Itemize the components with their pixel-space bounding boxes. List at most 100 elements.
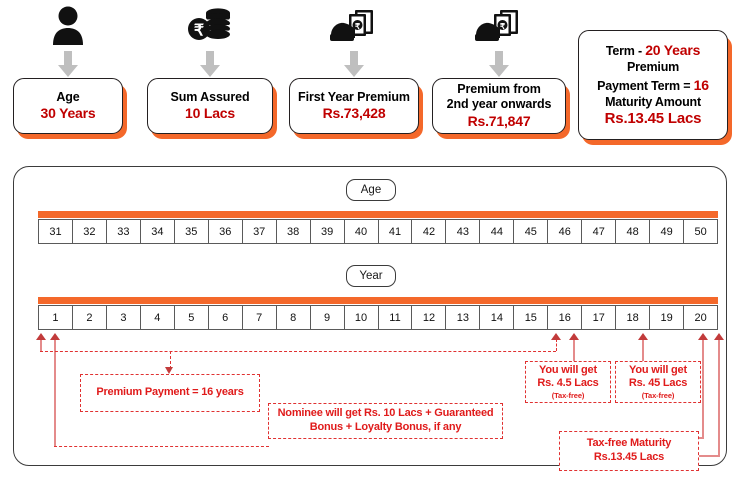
connector-year16-dashed xyxy=(556,339,557,351)
year-cell[interactable]: 19 xyxy=(650,305,685,330)
card-first-year-premium-label: First Year Premium xyxy=(298,89,410,104)
age-cell[interactable]: 50 xyxy=(684,219,719,244)
card-term-line3-value: 16 xyxy=(693,76,709,93)
arrow-up-maturity-b xyxy=(714,333,724,340)
age-cell[interactable]: 44 xyxy=(480,219,515,244)
callout-nominee[interactable]: Nominee will get Rs. 10 Lacs + Guarantee… xyxy=(268,403,503,439)
connector-payout-18 xyxy=(642,339,644,361)
card-term-line1-value: 20 Years xyxy=(645,42,701,59)
year-cell[interactable]: 4 xyxy=(140,305,175,330)
year-cell[interactable]: 15 xyxy=(514,305,549,330)
callout-premium-payment[interactable]: Premium Payment = 16 years xyxy=(80,374,260,412)
card-term-line2: Premium xyxy=(626,60,680,75)
age-pill-label: Age xyxy=(346,179,396,201)
age-cell[interactable]: 31 xyxy=(38,219,73,244)
callout-payout-year16-line1: You will get xyxy=(539,363,597,376)
callout-payout-year18[interactable]: You will get Rs. 45 Lacs (Tax-free) xyxy=(615,361,701,403)
card-age-label: Age xyxy=(56,89,80,104)
card-premium-onwards[interactable]: Premium from 2nd year onwards Rs.71,847 xyxy=(432,78,566,134)
year-cell[interactable]: 17 xyxy=(582,305,617,330)
year-cell[interactable]: 5 xyxy=(174,305,209,330)
svg-text:₹: ₹ xyxy=(500,22,505,31)
age-cell[interactable]: 37 xyxy=(242,219,277,244)
age-cell[interactable]: 46 xyxy=(548,219,583,244)
age-cell[interactable]: 49 xyxy=(650,219,685,244)
age-cell[interactable]: 42 xyxy=(412,219,447,244)
year-cell[interactable]: 2 xyxy=(72,305,107,330)
card-term-line5-value: Rs.13.45 Lacs xyxy=(604,110,702,128)
year-cell[interactable]: 7 xyxy=(242,305,277,330)
card-age[interactable]: Age 30 Years xyxy=(13,78,123,134)
callout-payout-year18-line1: You will get xyxy=(629,363,687,376)
year-cell[interactable]: 8 xyxy=(276,305,311,330)
hand-cash-icon-onwards: ₹ xyxy=(432,0,566,50)
year-cell[interactable]: 6 xyxy=(208,305,243,330)
age-cell[interactable]: 39 xyxy=(310,219,345,244)
age-cell[interactable]: 40 xyxy=(344,219,379,244)
connector-year1-long xyxy=(54,339,56,447)
card-sum-assured-value: 10 Lacs xyxy=(185,104,235,121)
callout-payout-year16-line3: (Tax-free) xyxy=(551,391,585,401)
card-first-year-premium[interactable]: First Year Premium Rs.73,428 xyxy=(289,78,419,134)
card-term-line3-label: Payment Term = xyxy=(597,78,691,93)
connector-payout-16 xyxy=(573,339,575,361)
callout-payout-year16[interactable]: You will get Rs. 4.5 Lacs (Tax-free) xyxy=(525,361,611,403)
card-premium-onwards-label-line1: Premium from xyxy=(457,82,541,96)
card-sum-assured[interactable]: Sum Assured 10 Lacs xyxy=(147,78,273,134)
year-cell[interactable]: 14 xyxy=(480,305,515,330)
year-track-bar xyxy=(38,297,718,304)
callout-payout-year16-line2: Rs. 4.5 Lacs xyxy=(537,377,599,390)
summary-item-term: Term - 20 Years Premium Payment Term = 1… xyxy=(578,30,732,145)
year-cell[interactable]: 13 xyxy=(446,305,481,330)
age-cell[interactable]: 45 xyxy=(514,219,549,244)
year-cell[interactable]: 9 xyxy=(310,305,345,330)
age-cell[interactable]: 48 xyxy=(616,219,651,244)
age-cell[interactable]: 35 xyxy=(174,219,209,244)
card-term-line4: Maturity Amount xyxy=(605,94,701,109)
age-cell[interactable]: 36 xyxy=(208,219,243,244)
callout-premium-payment-text: Premium Payment = 16 years xyxy=(96,386,244,399)
summary-item-age: Age 30 Years xyxy=(13,0,127,139)
year-cell[interactable]: 12 xyxy=(412,305,447,330)
svg-text:₹: ₹ xyxy=(355,22,360,31)
connector-maturity-horizontal-2 xyxy=(688,455,720,457)
age-cell[interactable]: 38 xyxy=(276,219,311,244)
age-cell[interactable]: 47 xyxy=(582,219,617,244)
rupee-coins-icon: ₹ xyxy=(147,0,273,50)
age-cell[interactable]: 41 xyxy=(378,219,413,244)
card-first-year-premium-value: Rs.73,428 xyxy=(322,104,386,121)
card-term-line1: Term - 20 Years xyxy=(605,41,701,59)
connector-nominee-horizontal xyxy=(54,446,269,447)
age-cell[interactable]: 32 xyxy=(72,219,107,244)
connector-maturity-b xyxy=(718,339,720,457)
arrow-up-payout-16 xyxy=(569,333,579,340)
summary-row: Age 30 Years ₹ xyxy=(0,0,740,155)
age-cell[interactable]: 43 xyxy=(446,219,481,244)
year-cell[interactable]: 1 xyxy=(38,305,73,330)
card-term[interactable]: Term - 20 Years Premium Payment Term = 1… xyxy=(578,30,728,140)
arrow-up-maturity-a xyxy=(698,333,708,340)
age-cell[interactable]: 33 xyxy=(106,219,141,244)
card-sum-assured-label: Sum Assured xyxy=(170,89,250,104)
arrow-up-year1-a xyxy=(36,333,46,340)
callout-nominee-line2: Bonus + Loyalty Bonus, if any xyxy=(309,421,462,433)
year-cell[interactable]: 10 xyxy=(344,305,379,330)
svg-text:₹: ₹ xyxy=(194,23,204,40)
callout-payout-year18-line2: Rs. 45 Lacs xyxy=(628,377,688,390)
card-term-line3: Payment Term = 16 xyxy=(597,76,709,94)
callout-maturity[interactable]: Tax-free Maturity Rs.13.45 Lacs xyxy=(559,431,699,471)
connector-maturity-a xyxy=(702,339,704,439)
year-cell[interactable]: 3 xyxy=(106,305,141,330)
arrow-down-icon-sum-assured xyxy=(147,50,273,78)
arrow-up-year1-b xyxy=(50,333,60,340)
year-cell[interactable]: 11 xyxy=(378,305,413,330)
card-term-line1-label: Term - xyxy=(605,44,642,59)
connector-premium-vertical xyxy=(170,351,171,369)
callout-payout-year18-line3: (Tax-free) xyxy=(641,391,675,401)
year-cell[interactable]: 16 xyxy=(548,305,583,330)
age-cell[interactable]: 34 xyxy=(140,219,175,244)
callout-nominee-line1: Nominee will get Rs. 10 Lacs + Guarantee… xyxy=(277,407,494,420)
year-cell[interactable]: 18 xyxy=(616,305,651,330)
year-cell[interactable]: 20 xyxy=(684,305,719,330)
